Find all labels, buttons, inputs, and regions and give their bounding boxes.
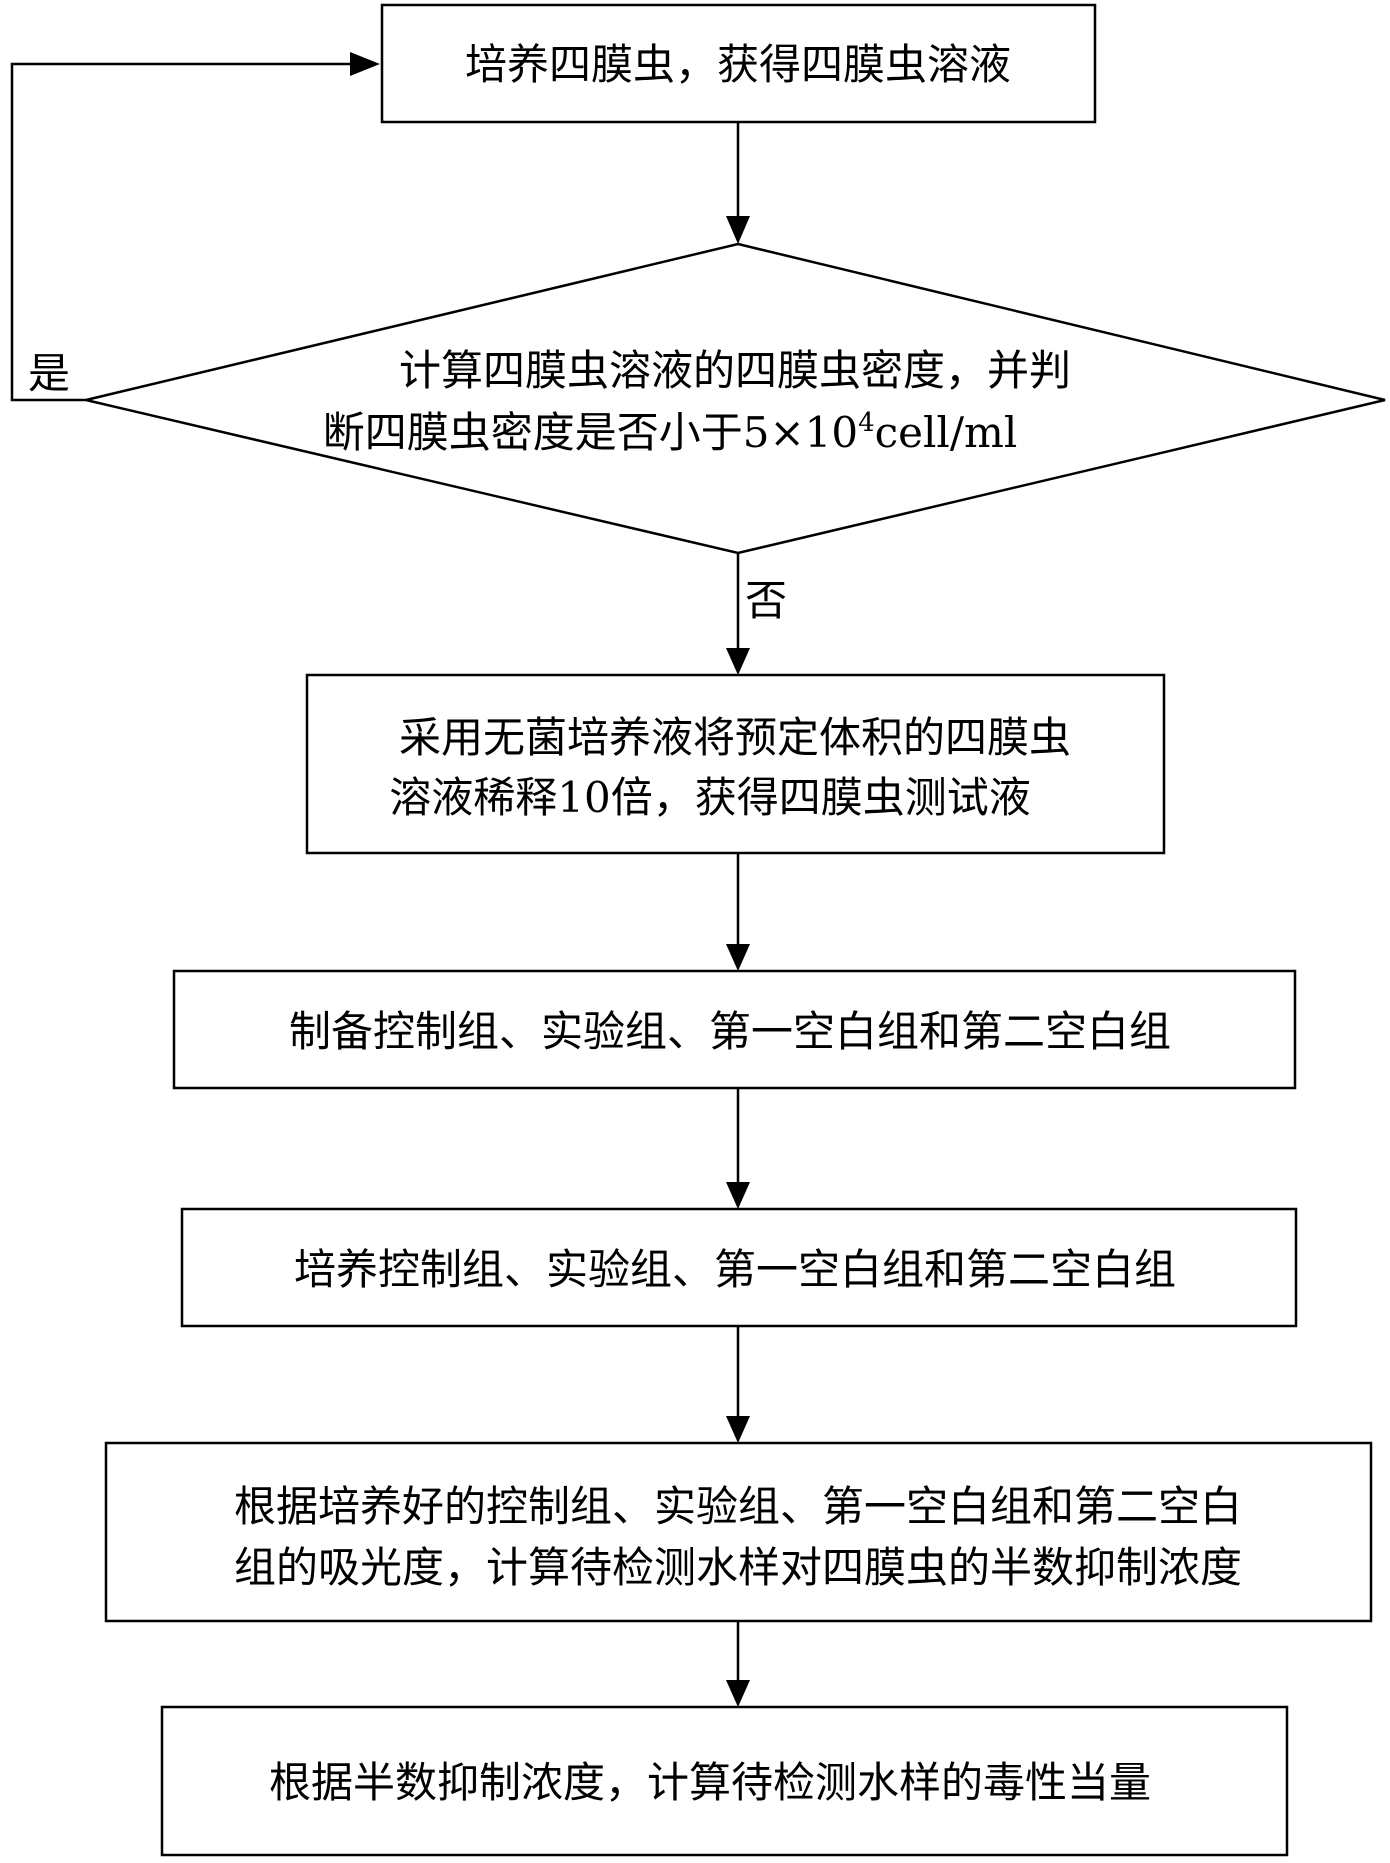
step5-box [104, 1441, 1373, 1623]
arrowhead-step4-to-step5 [726, 1416, 750, 1443]
step3-box [172, 969, 1297, 1090]
arrowhead-step2-to-step3 [726, 944, 750, 971]
step1-box [380, 3, 1097, 124]
arrowhead-no-to-step2 [726, 648, 750, 675]
arrowhead-step3-to-step4 [726, 1182, 750, 1209]
decision-text-line2-suffix: cell/ml [875, 408, 1018, 457]
no-label: 否 [745, 576, 787, 625]
step3-text: 制备控制组、实验组、第一空白组和第二空白组 [289, 1007, 1171, 1056]
step5-text-line1: 根据培养好的控制组、实验组、第一空白组和第二空白 [234, 1482, 1242, 1531]
step6-box [160, 1705, 1289, 1857]
arrowhead-yes-loop-back [350, 52, 380, 76]
step2-box [305, 673, 1166, 855]
decision-text-line2-superscript: 4 [858, 408, 875, 438]
step2-text-line2: 溶液稀释10倍，获得四膜虫测试液 [389, 773, 1030, 822]
step4-text: 培养控制组、实验组、第一空白组和第二空白组 [294, 1245, 1176, 1294]
step4-box [180, 1207, 1298, 1328]
arrow-yes-loop-back [10, 62, 350, 402]
step6-text: 根据半数抑制浓度，计算待检测水样的毒性当量 [269, 1758, 1151, 1807]
decision-diamond [85, 242, 1386, 555]
decision-text-line2: 断四膜虫密度是否小于5×104cell/ml [323, 408, 1018, 457]
decision-text-line1: 计算四膜虫溶液的四膜虫密度，并判 [399, 346, 1071, 395]
yes-label: 是 [28, 349, 70, 398]
arrowhead-step5-to-step6 [726, 1680, 750, 1707]
step1-text: 培养四膜虫，获得四膜虫溶液 [465, 40, 1011, 89]
decision-text-line2-prefix: 断四膜虫密度是否小于5×10 [323, 408, 858, 457]
step2-text-line1: 采用无菌培养液将预定体积的四膜虫 [399, 713, 1071, 762]
arrowhead-step1-to-decision [726, 216, 750, 244]
step5-text-line2: 组的吸光度，计算待检测水样对四膜虫的半数抑制浓度 [234, 1543, 1242, 1592]
